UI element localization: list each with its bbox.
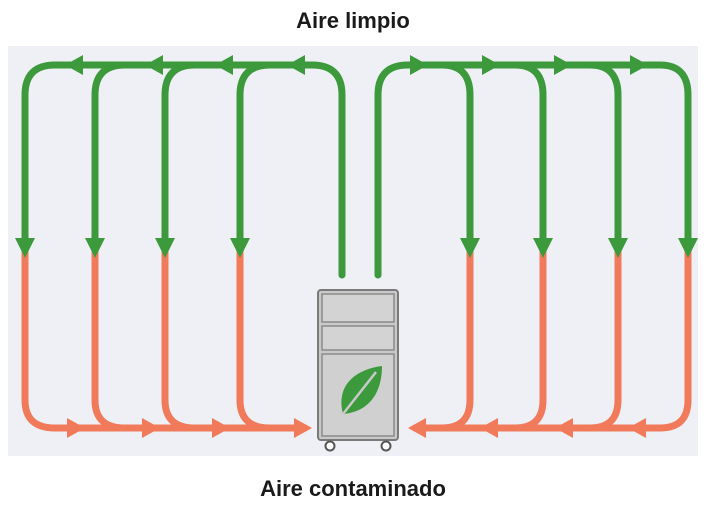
- bottom-title: Aire contaminado: [260, 476, 446, 501]
- arrowhead-left-icon: [408, 418, 426, 438]
- right-bottom-arrowheads: [408, 418, 646, 438]
- wheel-icon: [380, 440, 392, 452]
- left-bottom-arrowheads: [67, 418, 312, 438]
- arrowhead-down-icon: [155, 238, 175, 258]
- arrowhead-down-icon: [85, 238, 105, 258]
- arrowhead-right-icon: [410, 55, 428, 75]
- arrowhead-right-icon: [67, 418, 85, 438]
- airflow-diagram: [8, 46, 698, 456]
- top-title: Aire limpio: [296, 8, 410, 33]
- air-purifier-icon: [317, 289, 399, 452]
- arrowhead-down-icon: [533, 238, 553, 258]
- wheel-icon: [324, 440, 336, 452]
- arrowhead-down-icon: [15, 238, 35, 258]
- left-polluted-air-flow: [21, 246, 309, 432]
- right-top-arrowheads: [410, 55, 648, 75]
- arrowhead-left-icon: [215, 55, 233, 75]
- arrowhead-left-icon: [65, 55, 83, 75]
- purifier-middle-panel: [321, 325, 395, 351]
- arrowhead-right-icon: [554, 55, 572, 75]
- arrowhead-down-icon: [460, 238, 480, 258]
- arrowhead-down-icon: [608, 238, 628, 258]
- arrowhead-down-icon: [678, 238, 698, 258]
- arrowhead-left-icon: [145, 55, 163, 75]
- right-clean-air-flow: [374, 61, 692, 279]
- arrowhead-right-icon: [294, 418, 312, 438]
- arrowhead-left-icon: [555, 418, 573, 438]
- purifier-wheels: [324, 440, 392, 452]
- arrowhead-left-icon: [628, 418, 646, 438]
- left-top-arrowheads: [65, 55, 305, 75]
- arrowhead-left-icon: [480, 418, 498, 438]
- right-polluted-air-flow: [411, 246, 692, 432]
- arrowhead-right-icon: [630, 55, 648, 75]
- arrowhead-right-icon: [142, 418, 160, 438]
- arrowhead-right-icon: [212, 418, 230, 438]
- down-arrowheads: [15, 238, 698, 258]
- arrowhead-right-icon: [482, 55, 500, 75]
- leaf-icon: [341, 366, 382, 415]
- arrowhead-left-icon: [287, 55, 305, 75]
- purifier-top-panel: [321, 293, 395, 323]
- left-clean-air-flow: [21, 61, 346, 279]
- arrowhead-down-icon: [230, 238, 250, 258]
